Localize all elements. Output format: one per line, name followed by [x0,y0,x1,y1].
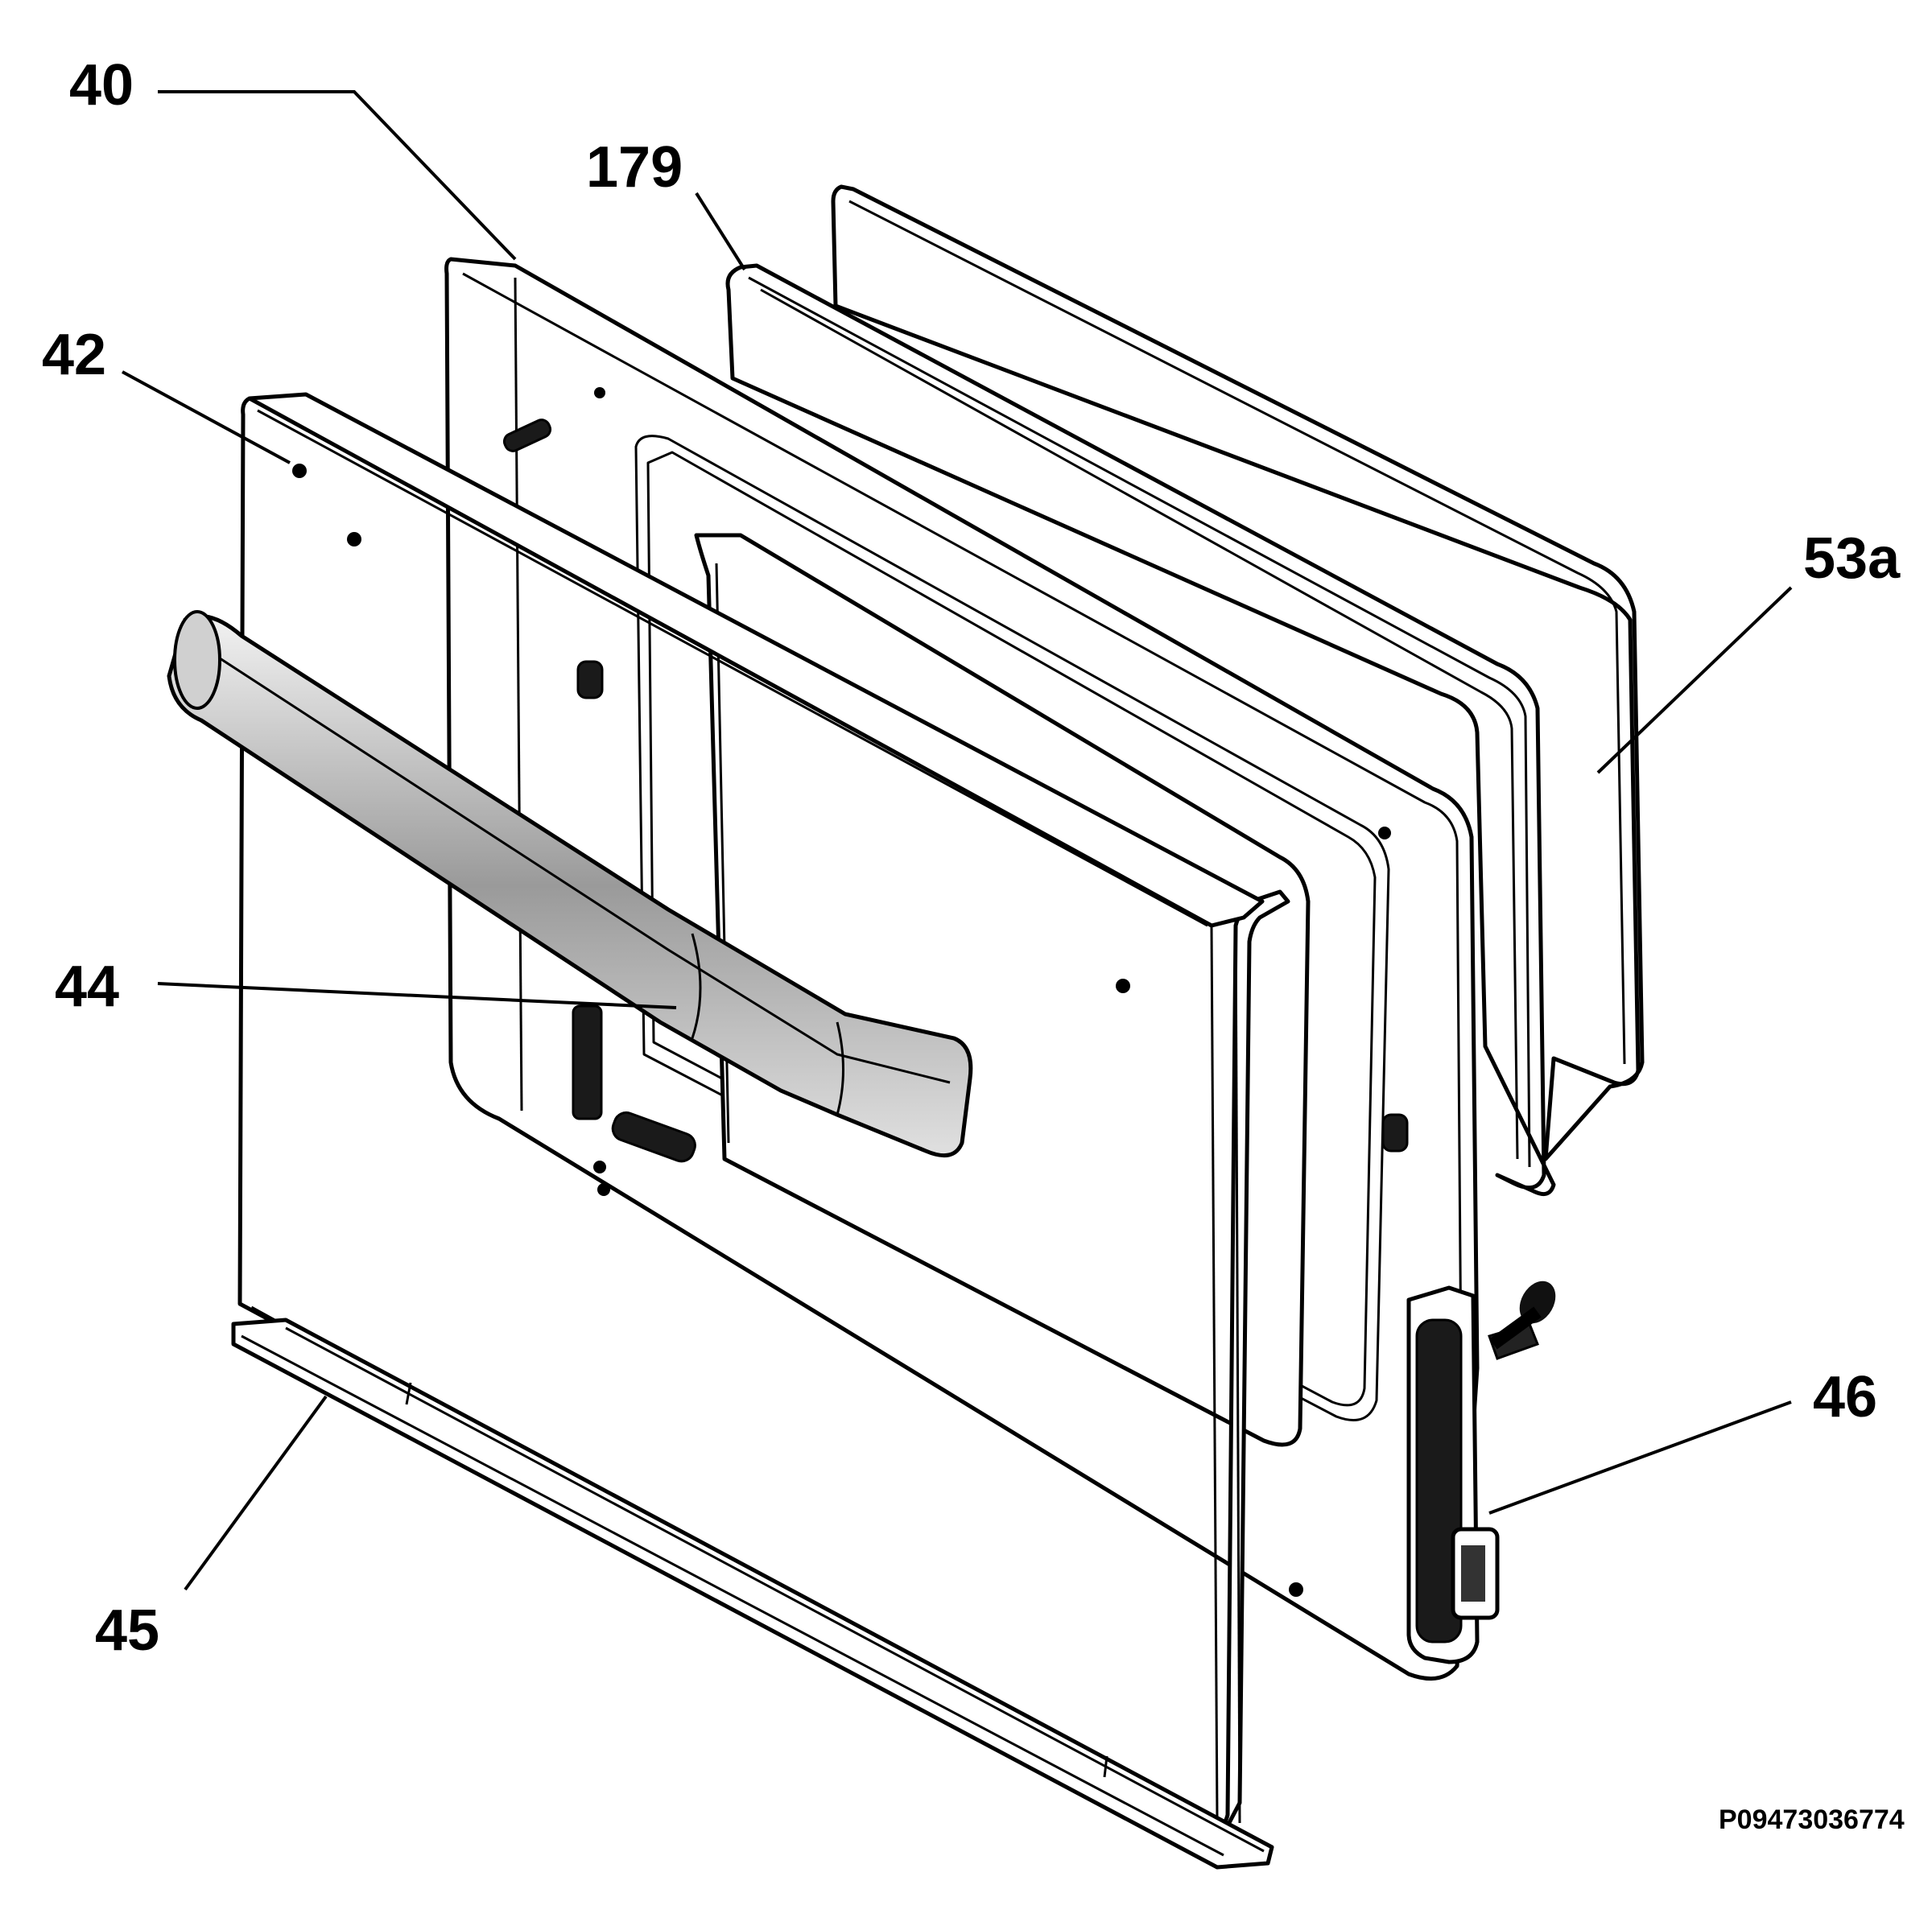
part-45-bottom-trim [231,1318,1274,1870]
leader-44 [157,982,677,1009]
callout-45: 45 [95,1598,159,1663]
leader-46 [1488,1400,1792,1515]
part-179-glass-gasket [725,263,1556,1197]
callout-53a: 53a [1803,526,1901,591]
leader-45 [184,1395,328,1591]
callout-42: 42 [42,323,106,387]
leader-42 [122,370,291,464]
leader-lines [122,90,1793,1591]
leader-179 [695,192,746,271]
part-44-door-handle [167,610,973,1158]
reference-code: P09473036774 [1719,1804,1905,1835]
callout-46: 46 [1813,1365,1877,1429]
callout-labels: 40 179 42 53a 44 46 45 P09473036774 [42,53,1905,1835]
hinge-screw [1488,1281,1556,1360]
leader-40 [158,90,517,261]
part-46-hinge [1406,1281,1556,1664]
callout-179: 179 [586,135,683,200]
part-42-outer-door-panel [237,392,1303,1837]
callout-40: 40 [69,53,134,118]
callout-44: 44 [55,955,119,1019]
part-53a-rear-glass [831,184,1645,1161]
leader-53a [1596,586,1793,774]
